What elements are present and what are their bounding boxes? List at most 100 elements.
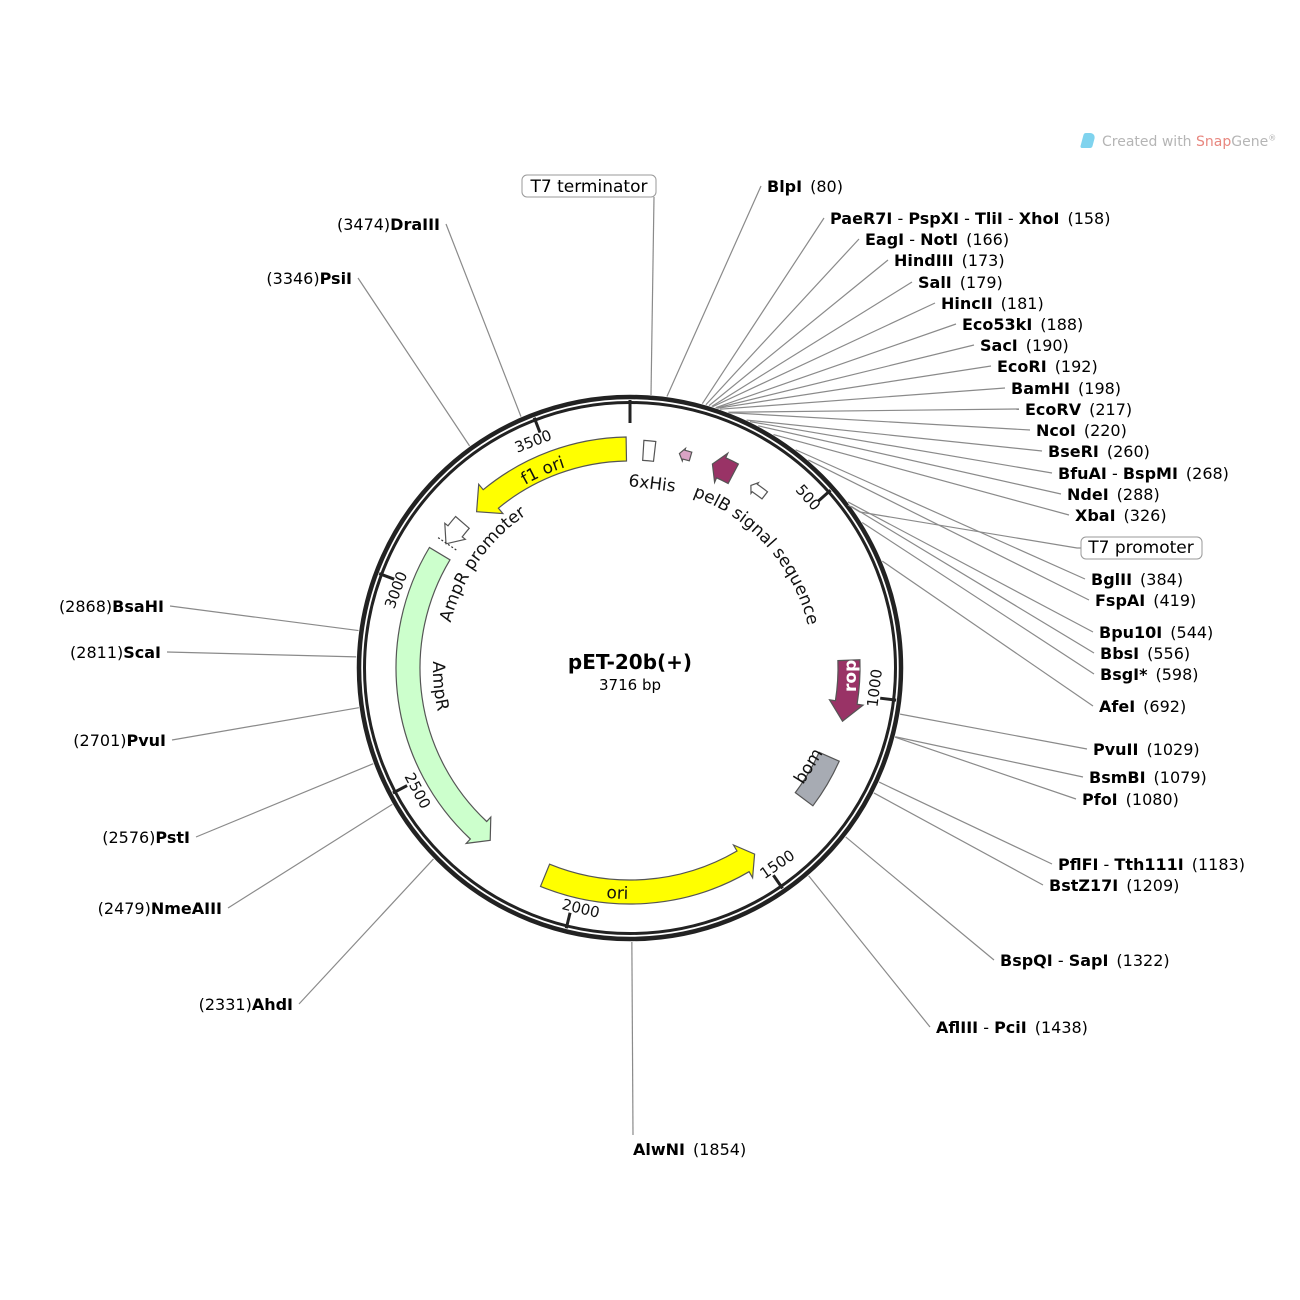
tick-mark bbox=[772, 874, 784, 890]
enzyme-label-bamhi[interactable]: BamHI(198) bbox=[1011, 379, 1121, 398]
watermark-brand-gene: Gene bbox=[1231, 134, 1269, 150]
enzyme-line bbox=[881, 560, 1094, 707]
feature-ampr[interactable] bbox=[395, 546, 492, 845]
enzyme-line bbox=[728, 408, 1020, 413]
enzyme-label-fspai[interactable]: FspAI(419) bbox=[1095, 591, 1196, 610]
enzyme-label-xbai[interactable]: XbaI(326) bbox=[1075, 506, 1167, 525]
enzyme-label-eagi[interactable]: EagI - NotI(166) bbox=[865, 230, 1009, 249]
enzyme-label-bfuai[interactable]: BfuAI - BspMI(268) bbox=[1058, 464, 1229, 483]
enzyme-label-bpu10i[interactable]: Bpu10I(544) bbox=[1099, 623, 1213, 642]
tick-label: 500 bbox=[792, 481, 824, 514]
enzyme-label-ecori[interactable]: EcoRI(192) bbox=[997, 357, 1098, 376]
enzyme-label-draiii[interactable]: (3474)DraIII bbox=[337, 215, 440, 234]
tick-mark bbox=[880, 696, 897, 702]
enzyme-label-psti[interactable]: (2576)PstI bbox=[102, 828, 190, 847]
features bbox=[395, 436, 865, 905]
enzyme-line bbox=[705, 238, 860, 406]
feature-ampr-promoter[interactable] bbox=[444, 515, 471, 545]
enzyme-label-pvui[interactable]: (2701)PvuI bbox=[73, 731, 166, 750]
enzyme-line bbox=[758, 425, 1062, 495]
enzyme-label-pfoi[interactable]: PfoI(1080) bbox=[1082, 790, 1179, 809]
feature-bom[interactable] bbox=[794, 751, 840, 807]
enzyme-label-hindiii[interactable]: HindIII(173) bbox=[894, 251, 1005, 270]
tick-mark bbox=[564, 912, 572, 929]
feature-f1-ori[interactable] bbox=[475, 436, 628, 515]
enzyme-label-bspqi[interactable]: BspQI - SapI(1322) bbox=[1000, 951, 1170, 970]
enzyme-line bbox=[894, 736, 1077, 800]
enzyme-line bbox=[847, 501, 1094, 633]
enzyme-label-alwni[interactable]: AlwNI(1854) bbox=[633, 1140, 746, 1159]
feature-label-rop: rop bbox=[841, 660, 861, 692]
tick-mark bbox=[532, 417, 542, 434]
feature-rop[interactable] bbox=[828, 659, 865, 723]
feature-small-feature[interactable] bbox=[678, 446, 693, 463]
enzyme-line bbox=[873, 792, 1044, 886]
enzyme-label-pflfi[interactable]: PflFI - Tth111I(1183) bbox=[1058, 855, 1245, 874]
enzyme-label-scai[interactable]: (2811)ScaI bbox=[70, 643, 161, 662]
enzyme-line bbox=[708, 259, 889, 407]
enzyme-label-bsgi[interactable]: BsgI*(598) bbox=[1100, 665, 1199, 684]
enzyme-label-ncoi[interactable]: NcoI(220) bbox=[1036, 421, 1127, 440]
enzyme-line bbox=[445, 223, 522, 417]
enzyme-label-ndei[interactable]: NdeI(288) bbox=[1067, 485, 1160, 504]
tick-mark bbox=[817, 489, 832, 502]
enzyme-line bbox=[878, 781, 1053, 865]
enzyme-line bbox=[808, 875, 931, 1028]
enzyme-label-paer7i[interactable]: PaeR7I - PspXI - TliI - XhoI(158) bbox=[830, 209, 1110, 228]
enzyme-label-bbsi[interactable]: BbsI(556) bbox=[1100, 644, 1190, 663]
enzyme-line bbox=[711, 281, 913, 407]
feature-ori[interactable] bbox=[539, 843, 756, 905]
enzyme-line bbox=[357, 277, 471, 447]
enzyme-labels: BlpI(80) PaeR7I - PspXI - TliI - XhoI(158… bbox=[59, 177, 1245, 1159]
enzyme-label-afliii[interactable]: AflIII - PciI(1438) bbox=[936, 1018, 1088, 1037]
enzyme-line bbox=[717, 365, 992, 409]
enzyme-label-bsahi[interactable]: (2868)BsaHI bbox=[59, 597, 164, 616]
ampr-divider bbox=[436, 535, 457, 551]
t7-terminator-label: T7 terminator bbox=[521, 174, 657, 396]
enzyme-label-eco53ki[interactable]: Eco53kI(188) bbox=[962, 315, 1083, 334]
enzyme-line bbox=[795, 449, 1086, 580]
enzyme-line bbox=[712, 302, 936, 408]
enzyme-label-ahdi[interactable]: (2331)AhdI bbox=[199, 995, 293, 1014]
enzyme-line bbox=[861, 522, 1095, 675]
feature-pelb-signal-sequence[interactable] bbox=[711, 451, 740, 485]
t7-terminator-text: T7 terminator bbox=[530, 177, 648, 197]
feature-label-ori: ori bbox=[606, 883, 629, 904]
enzyme-line bbox=[631, 941, 634, 1136]
enzyme-label-bglii[interactable]: BglII(384) bbox=[1091, 570, 1183, 589]
feature-label-ampr-promoter: AmpR promoter bbox=[436, 502, 529, 624]
tick-mark bbox=[378, 572, 395, 581]
enzyme-line bbox=[666, 185, 762, 397]
enzyme-label-sali[interactable]: SalI(179) bbox=[918, 273, 1003, 292]
feature-t7-promoter[interactable] bbox=[750, 481, 769, 500]
enzyme-line bbox=[227, 803, 393, 909]
enzyme-label-bstz17i[interactable]: BstZ17I(1209) bbox=[1049, 876, 1179, 895]
enzyme-line bbox=[729, 412, 1031, 431]
enzyme-label-psii[interactable]: (3346)PsiI bbox=[266, 269, 352, 288]
enzyme-label-ecorv[interactable]: EcoRV(217) bbox=[1025, 400, 1132, 419]
enzyme-line bbox=[701, 217, 825, 405]
enzyme-line bbox=[749, 421, 1053, 474]
enzyme-label-blpi[interactable]: BlpI(80) bbox=[767, 177, 843, 196]
enzyme-lines bbox=[166, 185, 1095, 1136]
enzyme-label-bsmbi[interactable]: BsmBI(1079) bbox=[1089, 768, 1207, 787]
tick-mark bbox=[392, 784, 408, 795]
feature-6xhis[interactable] bbox=[642, 439, 657, 462]
watermark-mark: ® bbox=[1268, 133, 1277, 143]
enzyme-line bbox=[298, 858, 434, 1005]
backbone-outer bbox=[356, 394, 904, 942]
enzyme-line bbox=[808, 459, 1090, 601]
enzyme-line bbox=[166, 651, 357, 658]
enzyme-label-hincii[interactable]: HincII(181) bbox=[941, 294, 1044, 313]
tick-label: 1000 bbox=[863, 668, 885, 708]
enzyme-label-saci[interactable]: SacI(190) bbox=[980, 336, 1069, 355]
enzyme-line bbox=[716, 344, 975, 409]
enzyme-line bbox=[715, 323, 957, 409]
enzyme-label-afei[interactable]: AfeI(692) bbox=[1099, 697, 1186, 716]
enzyme-label-bseri[interactable]: BseRI(260) bbox=[1048, 442, 1150, 461]
enzyme-label-nmeaiii[interactable]: (2479)NmeAIII bbox=[98, 899, 222, 918]
enzyme-line bbox=[171, 707, 359, 741]
enzyme-label-pvuii[interactable]: PvuII(1029) bbox=[1093, 740, 1200, 759]
watermark-prefix: Created with bbox=[1102, 134, 1197, 150]
enzyme-line bbox=[850, 505, 1095, 654]
